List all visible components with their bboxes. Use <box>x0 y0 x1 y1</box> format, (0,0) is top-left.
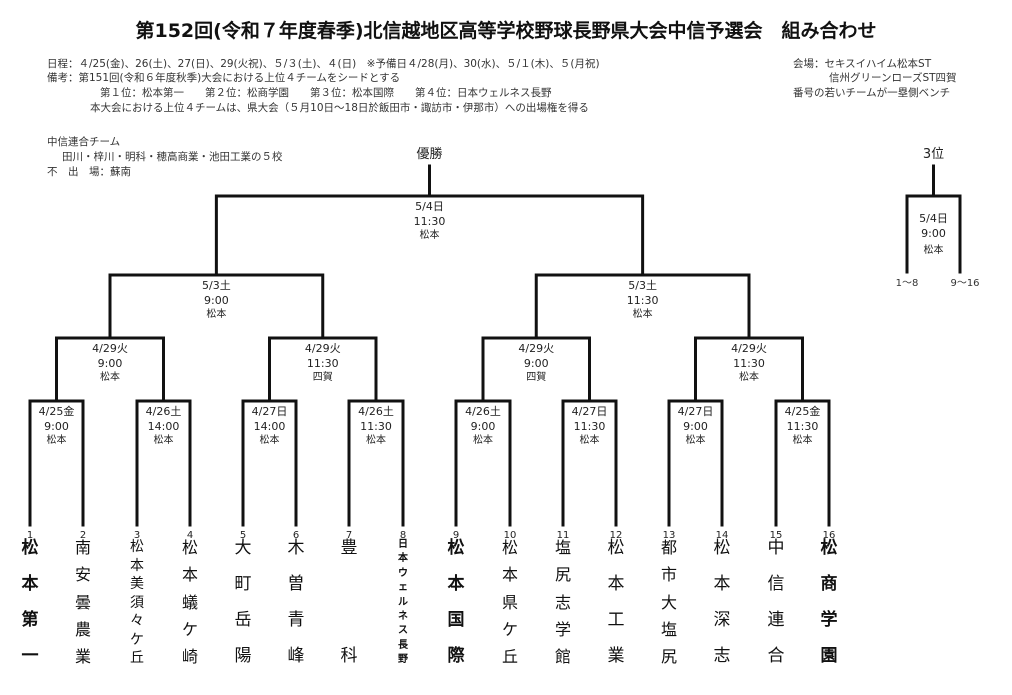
match-time: 11:30 <box>307 357 339 370</box>
team-name: 都市大塩尻 <box>660 538 677 666</box>
non-participant-note: 不 出 場：蘇南 <box>47 166 131 178</box>
team-name: 松本国際 <box>447 538 465 666</box>
team-number: 3 <box>134 530 140 541</box>
match-venue: 松本 <box>154 433 174 446</box>
team-name: 南安曇農業 <box>74 538 91 666</box>
schedule-line: 日程：４/25(金)、26(土)、27(日)、29(火祝)、５/３(土)、４(日… <box>47 58 600 70</box>
third-place-venue: 松本 <box>924 243 944 256</box>
match-time: 11:30 <box>360 420 392 433</box>
team-number: 6 <box>293 530 299 541</box>
match-venue: 松本 <box>47 433 67 446</box>
match-venue: 松本 <box>633 307 653 320</box>
team-number: 11 <box>557 530 570 541</box>
match-venue: 松本 <box>206 307 226 320</box>
match-time: 9:00 <box>683 420 708 433</box>
third-place-time: 9:00 <box>921 227 946 240</box>
match-venue: 松本 <box>686 433 706 446</box>
third-place-date: 5/4日 <box>919 212 948 225</box>
team-name: 松商学園 <box>820 538 838 666</box>
team-name: 日本ウェルネス長野 <box>398 539 408 665</box>
match-date: 4/26土 <box>146 405 182 418</box>
combined-team-heading: 中信連合チーム <box>47 136 121 148</box>
match-venue: 松本 <box>793 433 813 446</box>
third-place-right-seed: 9～16 <box>950 278 979 289</box>
match-venue: 松本 <box>100 370 120 383</box>
match-date: 4/25金 <box>785 404 821 418</box>
match-venue: 松本 <box>420 228 440 241</box>
match-date: 4/25金 <box>39 404 75 418</box>
match-venue: 四賀 <box>313 371 333 383</box>
match-date: 4/27日 <box>252 405 288 418</box>
match-time: 9:00 <box>204 294 229 307</box>
team-number: 15 <box>770 530 783 541</box>
match-time: 11:30 <box>627 294 659 307</box>
match-time: 14:00 <box>148 420 180 433</box>
team-number: 7 <box>346 530 352 541</box>
team-number: 4 <box>187 530 193 541</box>
team-number: 16 <box>823 530 836 541</box>
team-number: 14 <box>716 530 729 541</box>
match-date: 4/26土 <box>465 405 501 418</box>
match-date: 4/29火 <box>518 342 554 355</box>
venue-line-2: 信州グリーンローズST四賀 <box>829 72 957 84</box>
venue-line: 会場：セキスイハイム松本ST <box>793 58 932 70</box>
match-time: 9:00 <box>524 357 549 370</box>
match-venue: 四賀 <box>526 371 546 383</box>
match-date: 4/29火 <box>305 342 341 355</box>
team-number: 5 <box>240 530 246 541</box>
team-name: 豊科 <box>340 538 358 666</box>
champion-label: 優勝 <box>416 147 442 162</box>
third-place-left-seed: 1～8 <box>896 278 919 289</box>
match-venue: 松本 <box>260 433 280 446</box>
page-title: 第152回(令和７年度春季)北信越地区高等学校野球長野県大会中信予選会 組み合わ… <box>135 20 877 42</box>
team-number: 12 <box>610 530 623 541</box>
match-date: 4/29火 <box>92 342 128 355</box>
team-name: 塩尻志学館 <box>554 538 571 666</box>
team-name: 松本深志 <box>713 538 731 666</box>
match-venue: 松本 <box>739 370 759 383</box>
team-name: 松本蟻ケ崎 <box>181 538 198 666</box>
match-time: 11:30 <box>733 357 765 370</box>
bench-note: 番号の若いチームが一塁側ベンチ <box>793 87 951 99</box>
match-date: 4/27日 <box>572 405 608 418</box>
team-number: 2 <box>80 530 86 541</box>
combined-team-members: 田川・梓川・明科・穂高商業・池田工業の５校 <box>62 151 283 163</box>
team-name: 松本美須々ケ丘 <box>130 539 144 666</box>
match-time: 9:00 <box>471 420 496 433</box>
seeds-line: 第１位：松本第一 第２位：松商学園 第３位：松本国際 第４位：日本ウェルネス長野 <box>100 87 552 99</box>
match-date: 5/3土 <box>202 279 231 292</box>
match-venue: 松本 <box>473 433 493 446</box>
match-time: 9:00 <box>98 357 123 370</box>
team-number: 10 <box>504 530 517 541</box>
match-date: 5/3土 <box>628 279 657 292</box>
match-date: 4/27日 <box>678 405 714 418</box>
team-name: 松本工業 <box>607 538 625 666</box>
team-name: 大町岳陽 <box>234 538 252 666</box>
team-name: 松本第一 <box>21 538 39 666</box>
third-place-label: 3位 <box>923 147 944 162</box>
team-name: 松本県ケ丘 <box>501 538 518 666</box>
match-time: 11:30 <box>787 420 819 433</box>
team-name: 木曽青峰 <box>287 538 305 666</box>
match-time: 9:00 <box>44 420 69 433</box>
match-date: 4/29火 <box>731 342 767 355</box>
match-venue: 松本 <box>580 433 600 446</box>
match-time: 11:30 <box>414 215 446 228</box>
team-name: 中信連合 <box>767 538 785 666</box>
remarks-line: 備考：第151回(令和６年度秋季)大会における上位４チームをシードとする <box>47 72 401 84</box>
qualification-line: 本大会における上位４チームは、県大会（５月10日～18日於飯田市・諏訪市・伊那市… <box>90 102 589 114</box>
match-venue: 松本 <box>366 433 386 446</box>
team-number: 13 <box>663 530 676 541</box>
team-number: 9 <box>453 530 459 541</box>
team-number: 8 <box>400 530 406 541</box>
match-date: 4/26土 <box>358 405 394 418</box>
team-number: 1 <box>27 530 33 541</box>
match-time: 14:00 <box>254 420 286 433</box>
match-date: 5/4日 <box>415 200 444 213</box>
match-time: 11:30 <box>574 420 606 433</box>
